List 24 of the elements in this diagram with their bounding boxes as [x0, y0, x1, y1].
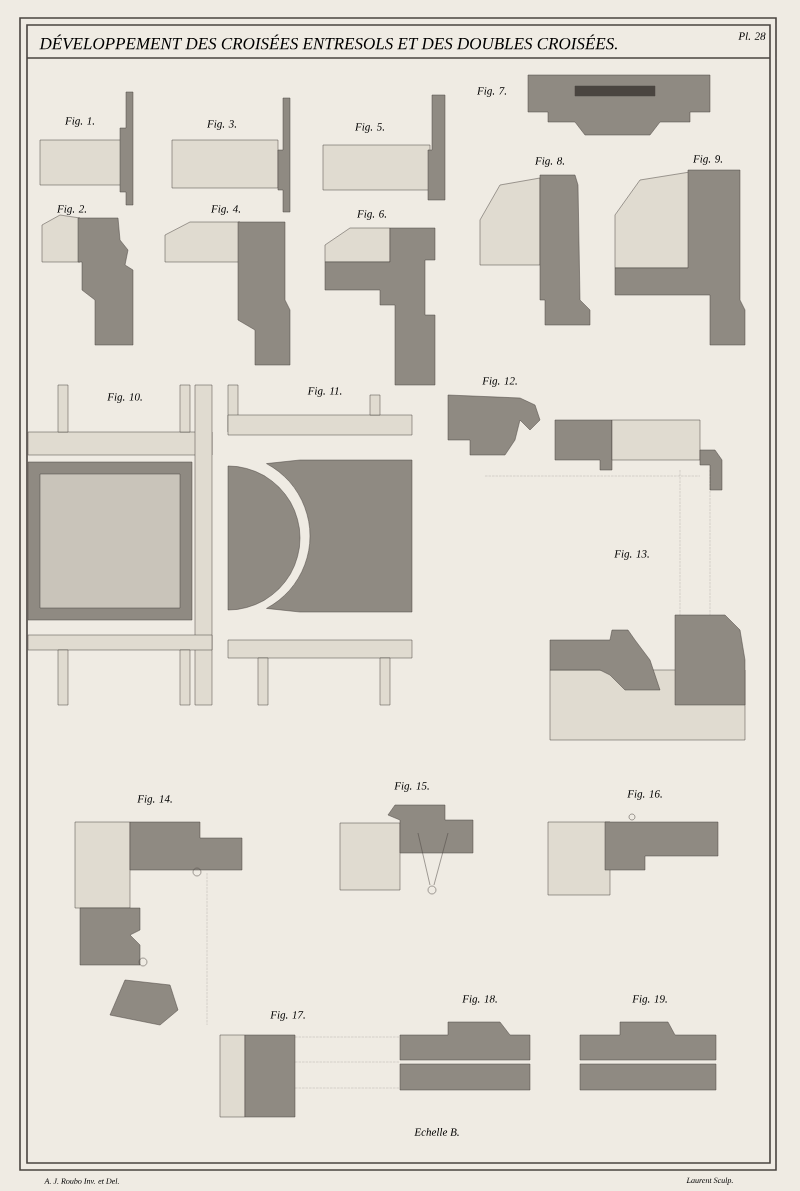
figure-label: Fig. 12.	[482, 377, 517, 387]
figure-label: Fig. 8.	[534, 157, 564, 167]
plate-number: Pl. 28	[738, 32, 766, 40]
figure-label: Fig. 6.	[356, 210, 386, 220]
figure-label: Fig. 4.	[210, 205, 240, 215]
figure-label: Fig. 13.	[614, 550, 649, 560]
figure-label: Fig. 1.	[64, 117, 94, 127]
figure-label: Fig. 19.	[632, 995, 667, 1005]
figure-label: Fig. 15.	[394, 782, 429, 792]
figure-label: Fig. 16.	[627, 790, 662, 800]
figure-label: Fig. 3.	[206, 120, 236, 130]
plate-title: DÉVELOPPEMENT DES CROISÉES ENTRESOLS ET DES DOUBLES CROISÉES.	[39, 34, 617, 50]
figure-label: Fig. 7.	[476, 87, 506, 97]
figure-label: Fig. 18.	[462, 995, 497, 1005]
figure-label: Fig. 2.	[56, 205, 86, 215]
figure-label: Fig. 5.	[354, 123, 384, 133]
figure-label: Fig. 14.	[137, 795, 172, 805]
figure-label: Fig. 11.	[307, 387, 342, 397]
figure-label: Fig. 9.	[692, 155, 722, 165]
figure-label: Fig. 17.	[270, 1011, 305, 1021]
figure-label: Fig. 10.	[107, 393, 142, 403]
engraver-credit: Laurent Sculp.	[686, 1177, 733, 1185]
scale-label: Echelle B.	[414, 1128, 459, 1136]
engraver-credit: A. J. Roubo Inv. et Del.	[44, 1178, 119, 1184]
